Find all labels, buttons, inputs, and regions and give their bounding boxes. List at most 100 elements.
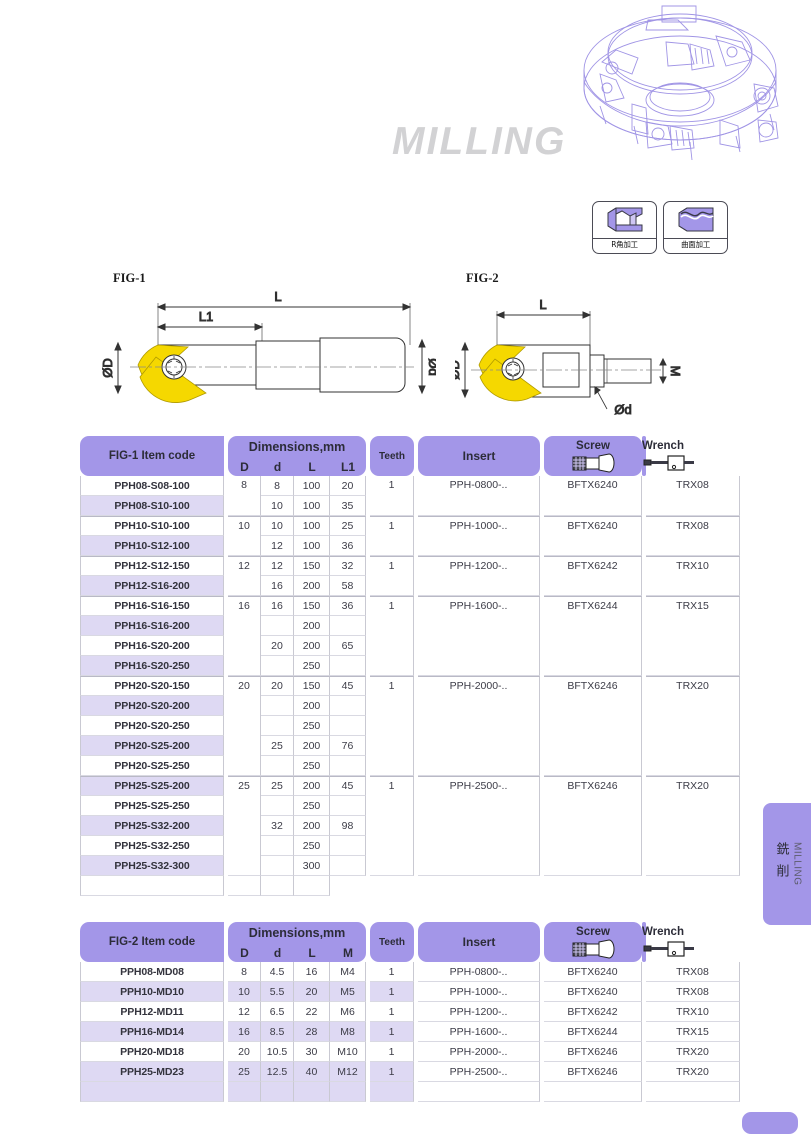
spacer	[414, 676, 418, 776]
cell-L: 200	[294, 696, 330, 716]
spacer	[642, 476, 646, 516]
cell-d: 16	[261, 576, 294, 596]
spacer	[642, 1042, 646, 1062]
spacer	[224, 736, 228, 756]
spacer	[540, 556, 544, 596]
spacer	[540, 962, 544, 982]
app-badge-label: 曲面加工	[664, 238, 727, 251]
spacer	[224, 676, 228, 696]
cell-L: 100	[294, 476, 330, 496]
spacer	[224, 1002, 228, 1022]
cell-insert: PPH-2000-..	[418, 676, 540, 776]
cell-D: 10	[228, 982, 261, 1002]
cell-wrench: TRX20	[646, 1042, 740, 1062]
section-side-tab[interactable]: 銑削 MILLING	[763, 803, 811, 925]
spacer	[224, 496, 228, 516]
cell-teeth: 1	[370, 1062, 414, 1082]
spacer	[366, 576, 370, 596]
hero-banner: MILLING R角加工 曲面加工	[0, 0, 811, 268]
spacer	[366, 596, 370, 616]
cell-L: 200	[294, 776, 330, 796]
cell-teeth: 1	[370, 516, 414, 556]
cell-L: 150	[294, 676, 330, 696]
fig1-label: FIG-1	[113, 271, 146, 285]
cell-D: 20	[228, 1042, 261, 1062]
spacer	[366, 756, 370, 776]
cell-L1: 98	[330, 816, 366, 836]
cell-insert: PPH-1200-..	[418, 556, 540, 596]
side-tab-label-en: MILLING	[791, 842, 803, 886]
spacer	[224, 656, 228, 676]
app-badge-corner-radius: R角加工	[592, 201, 657, 254]
spacer	[224, 696, 228, 716]
cell-M: M10	[330, 1042, 366, 1062]
cell-item-code: PPH10-S10-100	[80, 516, 224, 536]
cell-teeth: 1	[370, 1002, 414, 1022]
t1-subcol-D: D	[228, 457, 261, 476]
cell-screw: BFTX6246	[544, 676, 642, 776]
cell-d: 6.5	[261, 1002, 294, 1022]
cell-L1	[330, 696, 366, 716]
spacer	[414, 776, 418, 876]
cell-L1: 36	[330, 536, 366, 556]
wrench-icon	[643, 454, 694, 471]
spacer	[366, 982, 370, 1002]
spacer	[366, 1002, 370, 1022]
spacer	[224, 856, 228, 876]
cell-screw: BFTX6240	[544, 476, 642, 516]
cell-L: 28	[294, 1022, 330, 1042]
cell-wrench: TRX08	[646, 962, 740, 982]
cell-d	[261, 836, 294, 856]
wrench-icon	[643, 940, 694, 957]
spacer	[414, 1082, 418, 1102]
spacer	[540, 982, 544, 1002]
cell-screw: BFTX6244	[544, 596, 642, 676]
t2-col-wrench: Wrench	[642, 922, 694, 962]
cell-teeth: 1	[370, 776, 414, 876]
cell-item-code: PPH08-MD08	[80, 962, 224, 982]
cell-L1	[330, 836, 366, 856]
t1-col-item-code: FIG-1 Item code	[80, 436, 224, 476]
cell-L1: 25	[330, 516, 366, 536]
corner-radius-machining-icon	[593, 202, 656, 238]
cell-screw: BFTX6242	[544, 556, 642, 596]
cell-M: M6	[330, 1002, 366, 1022]
spacer	[414, 556, 418, 596]
spacer	[642, 776, 646, 876]
cell-item-code: PPH25-S25-250	[80, 796, 224, 816]
spacer	[366, 436, 370, 476]
filler-cell	[261, 1082, 294, 1102]
cell-wrench: TRX20	[646, 676, 740, 776]
cell-wrench: TRX10	[646, 556, 740, 596]
cell-d	[261, 756, 294, 776]
cell-L: 100	[294, 516, 330, 536]
spacer	[414, 1002, 418, 1022]
cell-L1: 58	[330, 576, 366, 596]
